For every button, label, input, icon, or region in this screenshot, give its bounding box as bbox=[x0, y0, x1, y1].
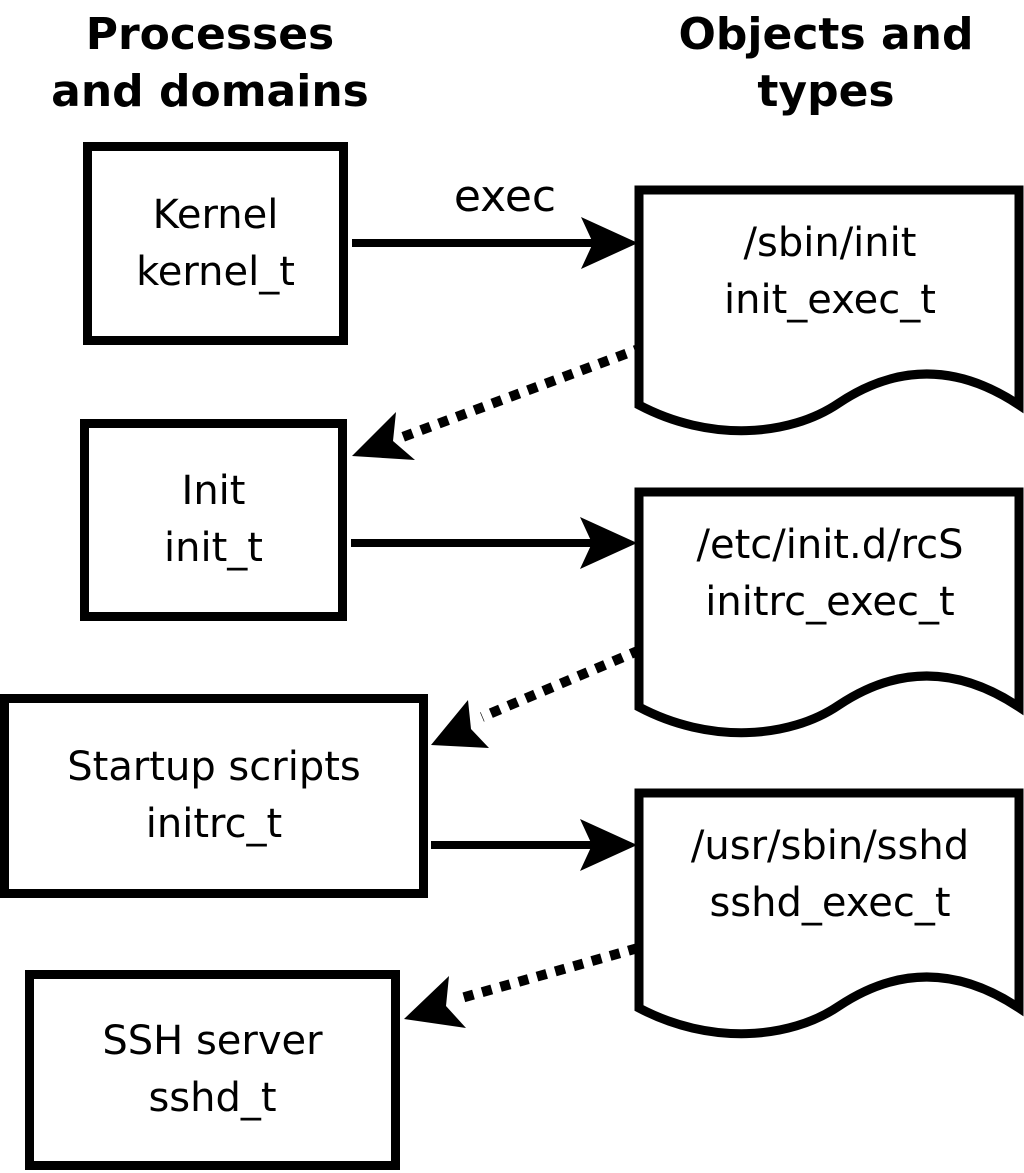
object-type: init_exec_t bbox=[724, 277, 936, 323]
object-path: /usr/sbin/sshd bbox=[690, 823, 970, 869]
exec-arrow-initrc-to-usr-sbin-sshd bbox=[431, 819, 637, 871]
process-name: Init bbox=[181, 468, 246, 514]
object-doc-sbin-init: /sbin/init init_exec_t bbox=[634, 185, 1024, 453]
document-shape bbox=[634, 487, 1024, 738]
object-path: /sbin/init bbox=[743, 220, 917, 266]
column-header-processes: Processes and domains bbox=[51, 9, 369, 117]
object-path: /etc/init.d/rcS bbox=[696, 522, 964, 568]
process-domain-type: sshd_t bbox=[148, 1075, 277, 1121]
object-doc-etc-initd-rcs: /etc/init.d/rcS initrc_exec_t bbox=[634, 487, 1024, 755]
process-box-startup-scripts: Startup scripts initrc_t bbox=[0, 694, 428, 898]
process-domain-type: init_t bbox=[164, 525, 263, 571]
document-shape bbox=[634, 185, 1024, 436]
exec-arrow-kernel-to-sbin-init bbox=[352, 217, 638, 269]
process-name: SSH server bbox=[102, 1018, 323, 1064]
object-doc-usr-sbin-sshd: /usr/sbin/sshd sshd_exec_t bbox=[634, 788, 1024, 1056]
process-name: Startup scripts bbox=[67, 744, 361, 790]
document-shape bbox=[634, 788, 1024, 1039]
process-box-kernel: Kernel kernel_t bbox=[83, 142, 348, 345]
column-header-objects: Objects and types bbox=[678, 9, 974, 117]
object-type: initrc_exec_t bbox=[705, 579, 955, 625]
process-box-ssh-server: SSH server sshd_t bbox=[25, 970, 400, 1170]
process-domain-type: initrc_t bbox=[145, 801, 283, 847]
transition-arrow-sbin-init-to-init-t bbox=[352, 342, 646, 460]
exec-arrow-init-to-initd-rcs bbox=[351, 517, 637, 569]
process-name: Kernel bbox=[152, 191, 279, 238]
exec-arrow-label: exec bbox=[453, 171, 557, 222]
process-domain-type: kernel_t bbox=[136, 248, 295, 295]
transition-arrow-initd-rcs-to-initrc-t bbox=[431, 645, 642, 748]
transition-arrow-usr-sbin-sshd-to-sshd-t bbox=[404, 943, 640, 1028]
process-box-init: Init init_t bbox=[80, 419, 347, 621]
object-type: sshd_exec_t bbox=[709, 880, 951, 926]
